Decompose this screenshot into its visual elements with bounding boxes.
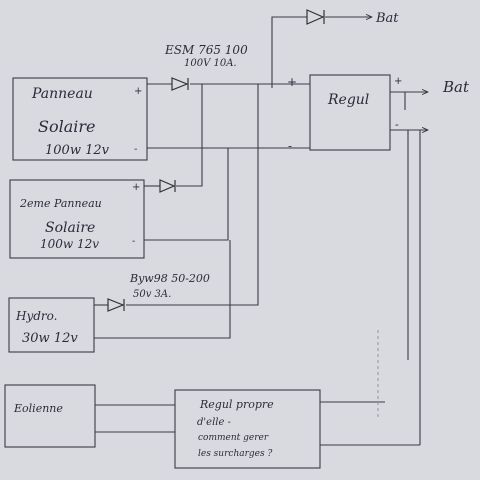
regul2-box [174, 389, 321, 469]
panel1-line1: Panneau [31, 86, 93, 102]
minus-panel2: - [132, 236, 136, 247]
hydro-box [8, 297, 95, 353]
regul-plus: + [394, 76, 402, 87]
panel1-line3: 100w 12v [45, 143, 110, 158]
diode-panel2 [159, 179, 176, 193]
diode-top [306, 9, 325, 25]
eolienne-label: Eolienne [13, 402, 63, 415]
hydro-diode-label: Byw98 50-200 [129, 272, 210, 285]
regul2-line1: Regul propre [199, 398, 274, 411]
plus-panel2: + [132, 182, 140, 193]
regul-minus: - [395, 118, 399, 131]
panel1-line2: Solaire [38, 117, 95, 136]
hydro-diode-rating: 50v 3A. [133, 289, 171, 300]
hydro-line1: Hydro. [15, 309, 58, 323]
plus-panel1: + [134, 86, 142, 97]
bat-top-label: Bat [375, 11, 399, 26]
panel1-box [12, 77, 148, 161]
diode-main [171, 77, 189, 91]
panel2-box [9, 179, 145, 259]
bat-right-label: Bat [442, 78, 470, 96]
diode-hydro [107, 298, 125, 312]
regul-label: Regul [327, 92, 369, 108]
minus-panel1: - [134, 144, 138, 155]
minus-main: - [288, 139, 292, 153]
hydro-line2: 30w 12v [22, 331, 78, 346]
diode-top-rating: 100V 10A. [184, 58, 237, 69]
regul2-line2: d'elle - [197, 417, 232, 428]
panel2-line1: 2eme Panneau [19, 197, 102, 210]
regul-box [309, 74, 391, 151]
panel2-line2: Solaire [45, 220, 95, 236]
diode-top-label: ESM 765 100 [164, 43, 248, 57]
regul2-line4: les surcharges ? [198, 449, 272, 459]
regul2-line3: comment gerer [198, 433, 269, 443]
plus-main: + [287, 75, 297, 89]
panel2-line3: 100w 12v [40, 237, 99, 251]
eolienne-box [4, 384, 96, 448]
